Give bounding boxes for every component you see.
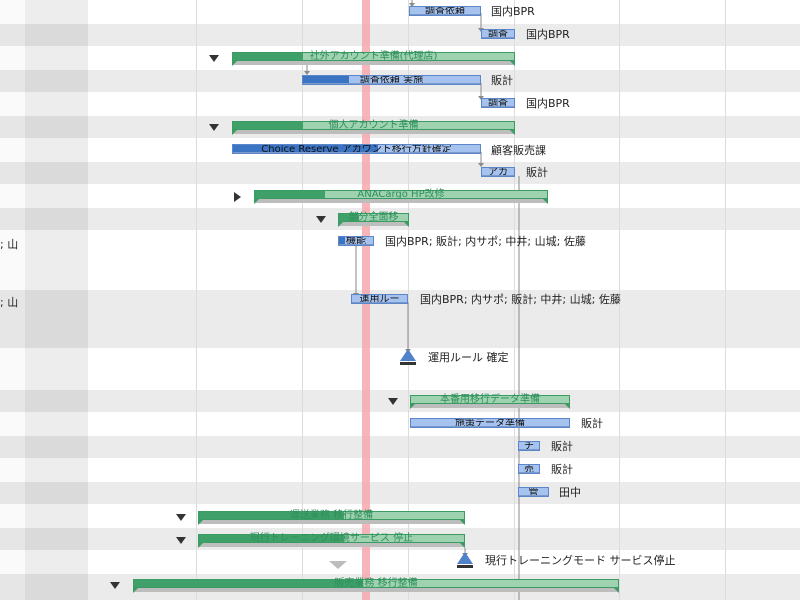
row-bg bbox=[0, 482, 800, 504]
collapse-toggle-icon[interactable] bbox=[176, 537, 186, 544]
summary-bar[interactable]: 運送業務 移行整備 bbox=[198, 511, 465, 525]
milestone-icon[interactable] bbox=[457, 552, 473, 564]
task-assignee-label: 国内BPR; 内サポ; 販計; 中井; 山城; 佐藤 bbox=[420, 293, 621, 306]
row-bg bbox=[0, 390, 800, 412]
collapse-toggle-icon[interactable] bbox=[209, 55, 219, 62]
summary-bar[interactable]: 個人アカウント準備 bbox=[232, 121, 515, 135]
collapse-toggle-icon[interactable] bbox=[316, 216, 326, 223]
summary-bar[interactable]: 部分全面移 bbox=[338, 213, 409, 227]
task-assignee-label: 販計 bbox=[491, 74, 513, 87]
nonworking-days-shade bbox=[0, 0, 88, 600]
task-bar[interactable]: 調査 bbox=[481, 29, 515, 39]
milestone-base bbox=[457, 565, 473, 568]
grid-line bbox=[514, 0, 515, 600]
task-assignee-label: 販計 bbox=[551, 463, 573, 476]
collapsed-summary-marker-icon[interactable] bbox=[329, 561, 347, 569]
task-assignee-label: 販計 bbox=[551, 440, 573, 453]
task-assignee-label: 国内BPR; 販計; 内サポ; 中井; 山城; 佐藤 bbox=[385, 235, 586, 248]
task-assignee-label: 国内BPR bbox=[491, 5, 535, 18]
task-bar[interactable]: 機能 bbox=[338, 236, 374, 246]
summary-bar[interactable]: 現行トレーニング環境サービス 停止 bbox=[198, 534, 465, 548]
row-bg bbox=[0, 436, 800, 458]
collapse-toggle-icon[interactable] bbox=[388, 398, 398, 405]
task-bar[interactable]: 調査依頼 bbox=[409, 6, 481, 16]
cut-off-assignee-text: ; 山 bbox=[0, 238, 19, 251]
grid-line bbox=[302, 0, 303, 600]
task-assignee-label: 顧客販売課 bbox=[491, 144, 546, 157]
cut-off-assignee-text: ; 山 bbox=[0, 296, 19, 309]
task-assignee-label: 国内BPR bbox=[526, 97, 570, 110]
milestone-base bbox=[400, 362, 416, 365]
grid-line bbox=[619, 0, 620, 600]
task-assignee-label: 国内BPR bbox=[526, 28, 570, 41]
grid-line bbox=[725, 0, 726, 600]
milestone-label: 現行トレーニングモード サービス停止 bbox=[485, 554, 676, 567]
task-bar[interactable]: 調査 bbox=[481, 98, 515, 108]
row-bg bbox=[0, 24, 800, 46]
summary-bar[interactable]: 本番用移行データ準備 bbox=[410, 395, 570, 409]
summary-bar[interactable]: ANACargo HP改修 bbox=[254, 190, 548, 204]
task-bar[interactable]: 施策データ準備 bbox=[410, 418, 570, 428]
summary-bar[interactable]: 社外アカウント準備(代理店) bbox=[232, 52, 515, 66]
task-bar[interactable]: 調査依頼 実施 bbox=[302, 75, 481, 85]
collapse-toggle-icon[interactable] bbox=[110, 582, 120, 589]
grid-line bbox=[408, 0, 409, 600]
grid-line bbox=[196, 0, 197, 600]
summary-bar[interactable]: 販売業務 移行整備 bbox=[133, 579, 619, 593]
task-bar[interactable]: チ bbox=[518, 441, 540, 451]
milestone-label: 運用ルール 確定 bbox=[428, 351, 509, 364]
collapse-toggle-icon[interactable] bbox=[176, 514, 186, 521]
task-assignee-label: 販計 bbox=[526, 166, 548, 179]
expand-toggle-icon[interactable] bbox=[234, 192, 241, 202]
task-bar[interactable]: アカ bbox=[481, 167, 515, 177]
task-assignee-label: 販計 bbox=[581, 417, 603, 430]
task-bar[interactable]: 管 bbox=[518, 487, 549, 497]
row-bg bbox=[0, 162, 800, 184]
milestone-icon[interactable] bbox=[400, 349, 416, 361]
collapse-toggle-icon[interactable] bbox=[209, 124, 219, 131]
task-bar[interactable]: Choice Reserve アカウント移行方針確定 bbox=[232, 144, 481, 154]
task-assignee-label: 田中 bbox=[559, 486, 581, 499]
task-bar[interactable]: 売 bbox=[518, 464, 540, 474]
task-bar[interactable]: 運用ルー bbox=[351, 294, 408, 304]
